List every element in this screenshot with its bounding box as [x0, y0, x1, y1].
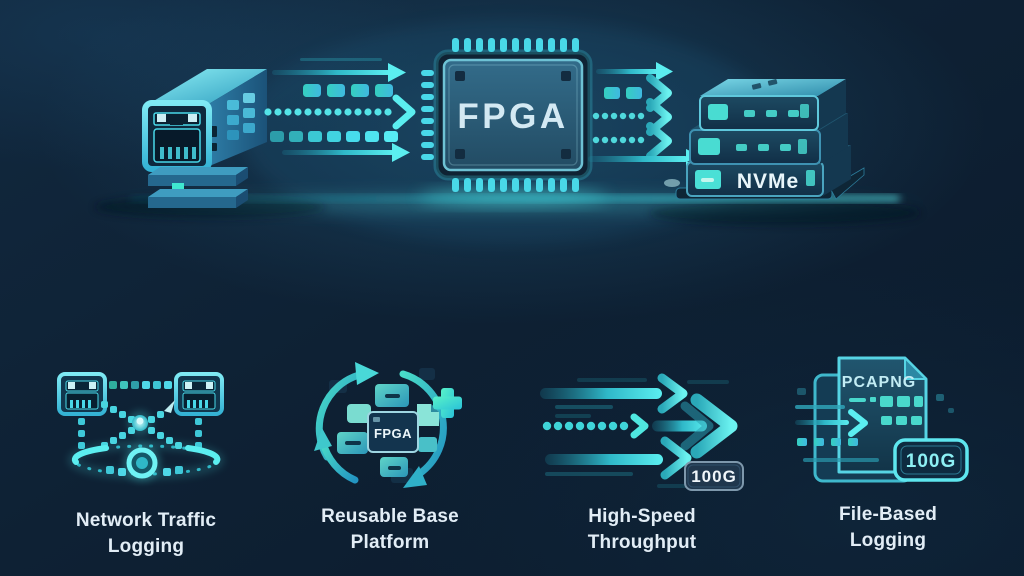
mini-fpga-label: FPGA — [374, 426, 412, 441]
feature-label-reusable-base: Reusable Base Platform — [274, 504, 506, 556]
mini-device-b — [174, 372, 224, 416]
file-format-label: PCAPNG — [842, 374, 916, 391]
fpga-chip-label: FPGA — [457, 97, 568, 136]
feature-label-network-traffic: Network Traffic Logging — [30, 508, 262, 560]
dotted-stream-right-2 — [592, 136, 645, 144]
label-line-1: High-Speed — [588, 506, 696, 527]
arrow-bottom-head — [660, 436, 692, 480]
label-line-2: Logging — [107, 536, 185, 558]
chip-screws — [455, 71, 571, 159]
fpga-chip: FPGA — [421, 38, 593, 192]
feature-network-traffic: Network Traffic Logging — [30, 366, 262, 560]
packet-row-2 — [270, 131, 398, 142]
nvme-drive-top — [699, 79, 846, 131]
badge-100g-label: 100G — [691, 467, 737, 486]
rj45-port-icon — [142, 100, 212, 172]
nvme-stack: NVMe — [675, 79, 865, 200]
big-chevron-echo — [680, 401, 714, 451]
label-line-2: Logging — [849, 530, 927, 552]
feature-high-speed: 100G High-Speed Throughput — [526, 372, 758, 556]
device-side-vents — [211, 93, 255, 151]
feature-reusable-base: FPGA Reusable Base Platform — [274, 352, 506, 556]
ingest-arrow — [795, 405, 879, 462]
label-line-2: Platform — [350, 532, 430, 554]
arrow-top-tail — [540, 388, 662, 399]
badge-100g: 100G — [893, 438, 969, 482]
label-line-1: File-Based — [838, 504, 938, 525]
device-base — [148, 167, 248, 208]
link-dots-top — [109, 381, 172, 389]
pcap-file-icon: PCAPNG — [795, 356, 969, 483]
feature-label-high-speed: High-Speed Throughput — [526, 504, 758, 556]
network-device-icon — [142, 69, 267, 208]
dotted-arrow-head — [630, 413, 649, 439]
plus-icon — [433, 388, 462, 418]
module-blocks — [337, 384, 439, 477]
cycle-arrows — [314, 362, 447, 488]
dotted-stream — [264, 108, 392, 116]
badge-100g: 100G — [684, 461, 744, 491]
label-line-2: Throughput — [587, 532, 697, 554]
badge-100g-label: 100G — [906, 451, 956, 472]
file-contents — [849, 396, 923, 425]
nvme-label: NVMe — [737, 170, 799, 193]
big-chevron — [690, 393, 738, 459]
dotted-stream-right-1 — [592, 112, 645, 120]
arrow-bottom-tail — [545, 454, 663, 465]
reuse-cycle-icon: FPGA — [314, 362, 462, 488]
data-flow-scene: FPGA — [82, 20, 942, 244]
feature-label-file-based: File-Based Logging — [772, 502, 1004, 554]
center-node — [128, 411, 152, 435]
stray-dots — [797, 388, 954, 413]
bottom-node — [124, 445, 160, 481]
mini-fpga-chip: FPGA — [367, 411, 419, 453]
speed-arrows-icon: 100G — [540, 373, 744, 491]
label-line-1: Reusable Base — [321, 506, 459, 527]
packet-flow-left — [264, 58, 416, 162]
cross-arrowhead — [164, 400, 175, 413]
chip-pins — [421, 38, 579, 192]
mini-device-a — [57, 372, 107, 416]
feature-file-based: PCAPNG — [772, 350, 1004, 554]
arrow-top-head — [657, 373, 688, 414]
label-line-1: Network Traffic — [75, 510, 217, 531]
arrow-mid-tail — [652, 420, 707, 432]
dotted-arrow — [542, 421, 629, 431]
network-traffic-icon — [57, 372, 224, 481]
